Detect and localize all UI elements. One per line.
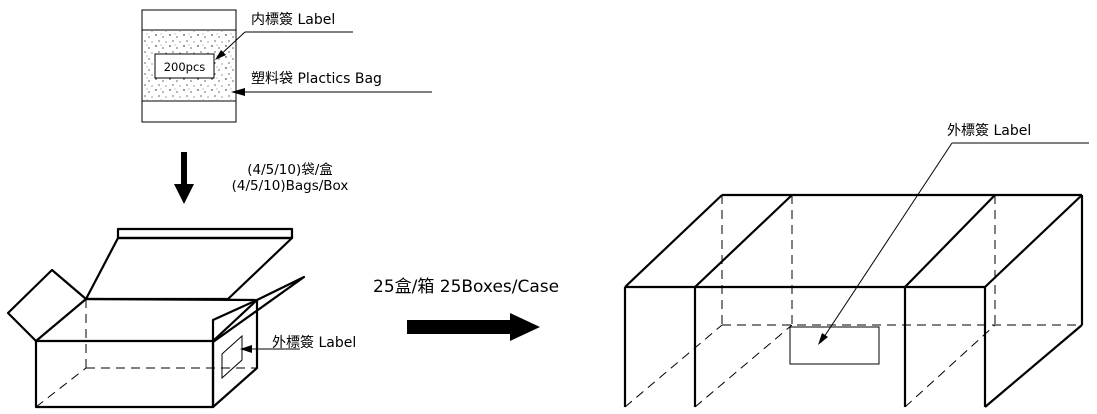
box-label-box — [221, 334, 243, 380]
case-label-box — [789, 326, 880, 365]
case-label-callout: 外標簽 Label — [818, 122, 1089, 345]
open-box — [6, 227, 306, 409]
right-arrow-icon — [407, 313, 540, 341]
inner-label-callout: 内標簽 Label — [215, 11, 353, 60]
plastic-bag: 200pcs — [141, 9, 237, 123]
down-arrow-icon — [174, 152, 194, 204]
case-label-text: 外標簽 Label — [947, 122, 1031, 139]
inner-label-text: 内標簽 Label — [251, 11, 335, 28]
count-tag — [154, 53, 215, 79]
box-label-callout: 外標簽 Label — [240, 334, 356, 353]
box-label-text: 外標簽 Label — [272, 334, 356, 351]
shipping-case — [623, 193, 1084, 408]
boxes-per-case-text: 25盒/箱 25Boxes/Case — [373, 277, 559, 297]
bags-per-box-cn: (4/5/10)袋/盒 — [247, 161, 333, 178]
bags-per-box-en: (4/5/10)Bags/Box — [232, 178, 349, 194]
plastic-bag-callout: 塑料袋 Plactics Bag — [231, 71, 432, 96]
count-text: 200pcs — [164, 60, 206, 74]
plastic-bag-text: 塑料袋 Plactics Bag — [251, 71, 382, 87]
